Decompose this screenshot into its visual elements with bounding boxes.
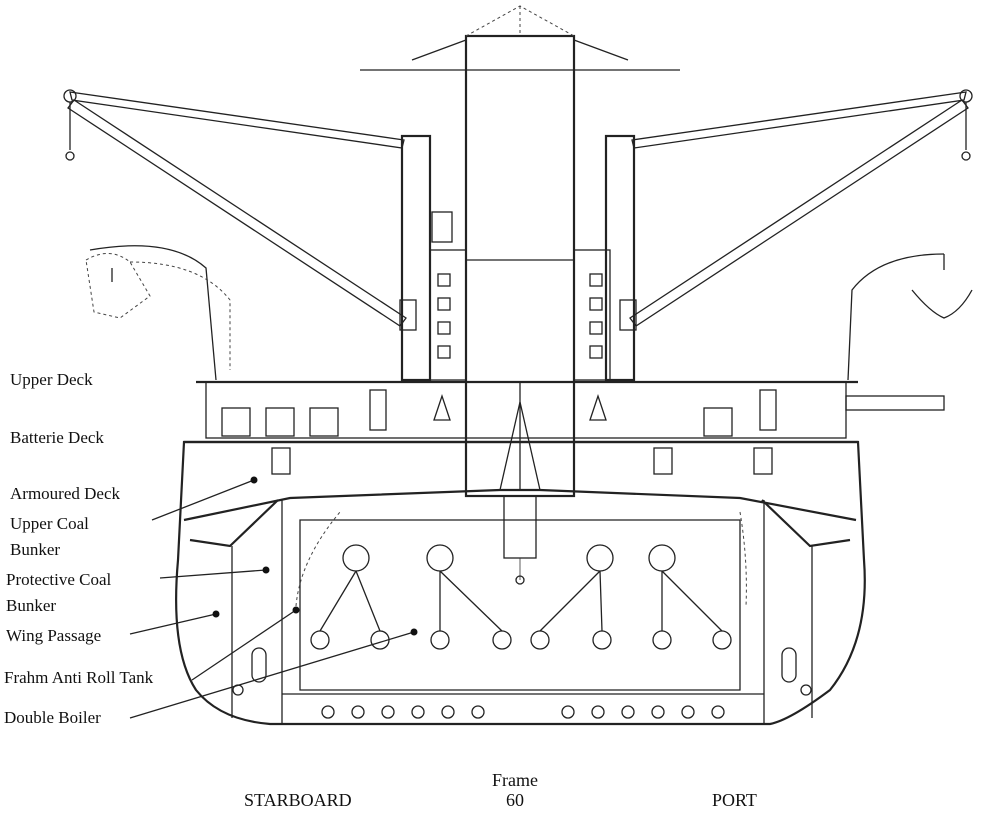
port-tower bbox=[573, 134, 636, 382]
superstructure bbox=[196, 380, 945, 491]
leader-lines bbox=[129, 476, 418, 719]
boilers bbox=[310, 544, 732, 650]
port-boat-davit bbox=[847, 253, 973, 381]
label-upper-coal-bunker-line1: Upper Coal bbox=[10, 514, 89, 533]
label-frahm-anti-roll-tank: Frahm Anti Roll Tank bbox=[4, 668, 154, 687]
starboard-crane bbox=[63, 89, 417, 331]
label-frame-word: Frame bbox=[492, 770, 538, 790]
label-upper-deck: Upper Deck bbox=[10, 370, 93, 389]
label-frame-number: 60 bbox=[506, 790, 524, 810]
label-armoured-deck: Armoured Deck bbox=[10, 484, 120, 503]
starboard-tower bbox=[400, 134, 467, 382]
hull bbox=[175, 440, 866, 726]
label-starboard: STARBOARD bbox=[244, 790, 352, 810]
label-protective-coal-bunker-line1: Protective Coal bbox=[6, 570, 112, 589]
port-crane bbox=[619, 89, 973, 331]
label-wing-passage: Wing Passage bbox=[6, 626, 102, 645]
label-port: PORT bbox=[712, 790, 757, 810]
label-upper-coal-bunker-line2: Bunker bbox=[10, 540, 61, 559]
label-double-boiler: Double Boiler bbox=[4, 708, 101, 727]
label-batterie-deck: Batterie Deck bbox=[10, 428, 104, 447]
label-protective-coal-bunker-line2: Bunker bbox=[6, 596, 57, 615]
starboard-boat-davit bbox=[85, 245, 231, 381]
